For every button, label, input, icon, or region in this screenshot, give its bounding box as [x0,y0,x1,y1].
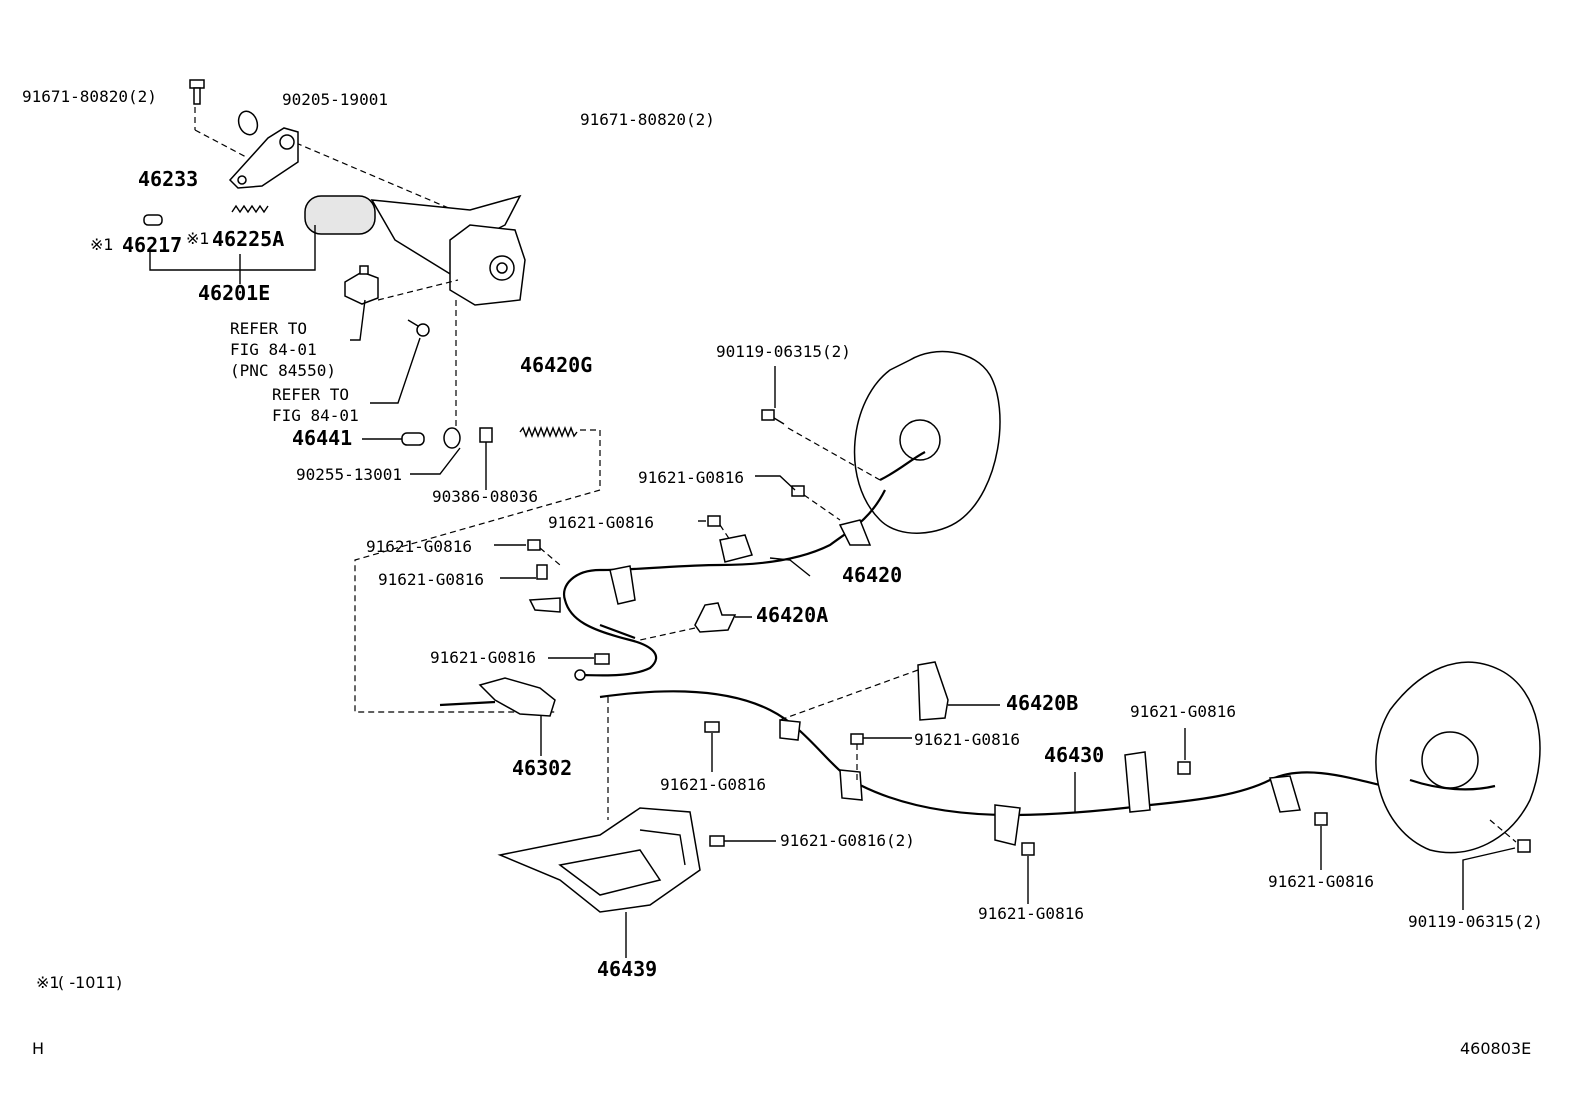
bolt-backplate-rear [1517,839,1531,853]
label-bolt-k: 91621-G0816 [978,904,1084,923]
bolts-cable-46420 [527,485,805,665]
figure-id: 460803E [1460,1039,1532,1058]
cable-brackets-46420 [528,519,872,681]
cable-46420 [562,489,886,677]
label-bolt-g: 91621-G0816 [914,730,1020,749]
label-shield-bolt: 91621-G0816(2) [780,831,915,850]
switch-part [344,265,379,305]
parking-brake-lever [304,194,526,306]
backing-plate-front [853,350,1001,534]
label-refer-fig-2: FIG 84-01 [272,406,359,425]
bracket-46420a [694,602,737,633]
heat-shield-46439 [497,807,701,913]
footer-left: H [32,1039,45,1058]
spring-46225a [231,204,269,214]
spring-46420g [519,426,578,438]
label-refer-pnc: (PNC 84550) [230,361,336,380]
label-90386: 90386-08036 [432,487,538,506]
label-46302: 46302 [512,756,573,780]
label-note-mark-2: ※1 [186,229,210,248]
washer-90205 [237,110,259,136]
label-90255: 90255-13001 [296,465,402,484]
label-46420: 46420 [842,563,903,587]
label-bolt-top-right: 91671-80820(2) [580,110,715,129]
label-bolt-backplate-front: 90119-06315(2) [716,342,851,361]
label-46430: 46430 [1044,743,1105,767]
label-bolt-b: 91621-G0816 [548,513,654,532]
label-refer-fig: FIG 84-01 [230,340,317,359]
label-46441: 46441 [292,426,353,450]
label-46217: 46217 [122,233,183,257]
label-refer-to: REFER TO [230,319,308,338]
label-46201e: 46201E [198,281,271,305]
nut-90386 [479,427,493,443]
label-bolt-h: 91621-G0816 [660,775,766,794]
label-note-mark: ※1 [90,235,114,254]
label-bolt-c: 91621-G0816 [366,537,472,556]
clip-90255 [443,427,461,449]
bracket-46420b [917,661,949,721]
label-bolt-j: 91621-G0816 [1268,872,1374,891]
label-refer-to-2: REFER TO [272,385,350,404]
label-bolt-a: 91621-G0816 [638,468,744,487]
footnote-mark: ※1 [36,973,60,992]
bolts-cable-46430 [704,721,1328,856]
backing-plate-rear [1375,661,1541,854]
pin-46217 [143,214,163,226]
bracket-46233 [228,127,299,189]
bolt-top-left [189,79,205,105]
bolt-switch [407,319,430,337]
cable-46430 [599,690,1491,817]
label-bolt-top-left: 91671-80820(2) [22,87,157,106]
label-46420a: 46420A [756,603,829,627]
footnote-text: ( -1011) [58,973,123,992]
label-46420b: 46420B [1006,691,1079,715]
label-46439: 46439 [597,957,658,981]
label-bolt-backplate-rear: 90119-06315(2) [1408,912,1543,931]
label-bolt-f: 91621-G0816 [1130,702,1236,721]
label-46420g: 46420G [520,353,593,377]
label-washer: 90205-19001 [282,90,388,109]
pin-46441 [401,432,425,446]
label-bolt-e: 91621-G0816 [430,648,536,667]
label-46233: 46233 [138,167,199,191]
label-bolt-d: 91621-G0816 [378,570,484,589]
bolt-backplate-front [761,409,785,425]
equalizer-46302 [439,677,556,717]
label-46225a: 46225A [212,227,285,251]
